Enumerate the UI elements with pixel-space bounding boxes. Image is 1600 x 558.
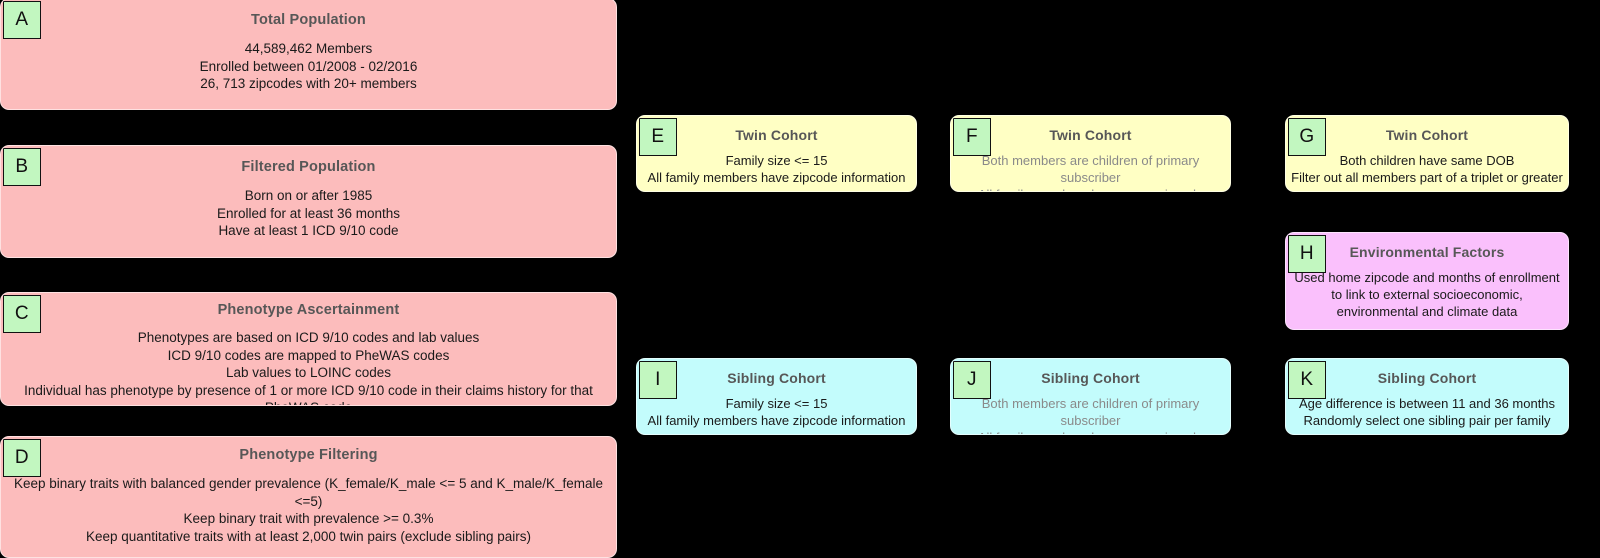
card-a-total-population[interactable]: A Total Population 44,589,462 Members En… [0,0,617,110]
card-f-letter-badge: F [953,118,991,156]
card-k-title: Sibling Cohort [1377,370,1477,386]
card-b-title: Filtered Population [241,159,376,175]
card-g-letter-badge: G [1288,118,1326,156]
card-d-letter-badge: D [3,439,41,477]
card-a-body: 44,589,462 Members Enrolled between 01/2… [199,41,418,91]
card-f-body: Both members are children of primary sub… [978,153,1203,191]
card-h-environmental-factors[interactable]: H Environmental Factors Used home zipcod… [1285,232,1569,330]
card-c-letter-badge: C [3,295,41,333]
card-b-filtered-population[interactable]: B Filtered Population Born on or after 1… [0,145,617,258]
card-f-twin-cohort[interactable]: F Twin Cohort Both members are children … [950,115,1231,192]
card-g-body: Both children have same DOB Filter out a… [1291,153,1563,185]
card-j-letter-badge: J [953,361,991,399]
card-h-letter-badge: H [1288,235,1326,273]
card-e-body: Family size <= 15 All family members hav… [647,153,906,185]
card-j-body: Both members are children of primary sub… [978,396,1203,434]
card-c-body: Phenotypes are based on ICD 9/10 codes a… [24,330,593,405]
card-k-sibling-cohort[interactable]: K Sibling Cohort Age difference is betwe… [1285,358,1569,435]
card-b-letter-badge: B [3,148,41,186]
card-i-title: Sibling Cohort [727,370,826,386]
card-d-title: Phenotype Filtering [239,447,378,463]
card-i-letter-badge: I [639,361,677,399]
card-h-title: Environmental Factors [1349,244,1505,260]
card-k-letter-badge: K [1288,361,1326,399]
card-a-letter-badge: A [3,1,41,39]
card-h-body: Used home zipcode and months of enrollme… [1294,270,1560,319]
card-i-sibling-cohort[interactable]: I Sibling Cohort Family size <= 15 All f… [636,358,917,435]
card-d-body: Keep binary traits with balanced gender … [13,476,604,544]
card-d-phenotype-filtering[interactable]: D Phenotype Filtering Keep binary traits… [0,436,617,558]
card-f-title: Twin Cohort [1049,127,1132,143]
card-e-title: Twin Cohort [735,127,818,143]
card-a-title: Total Population [251,12,366,28]
card-c-phenotype-ascertainment[interactable]: C Phenotype Ascertainment Phenotypes are… [0,292,617,406]
card-j-sibling-cohort[interactable]: J Sibling Cohort Both members are childr… [950,358,1231,435]
card-j-title: Sibling Cohort [1041,370,1140,386]
card-e-letter-badge: E [639,118,677,156]
card-c-title: Phenotype Ascertainment [217,302,400,318]
card-i-body: Family size <= 15 All family members hav… [647,396,906,428]
card-g-twin-cohort[interactable]: G Twin Cohort Both children have same DO… [1285,115,1569,192]
card-k-body: Age difference is between 11 and 36 mont… [1298,396,1556,428]
card-e-twin-cohort[interactable]: E Twin Cohort Family size <= 15 All fami… [636,115,917,192]
card-g-title: Twin Cohort [1385,127,1469,143]
card-b-body: Born on or after 1985 Enrolled for at le… [216,188,401,238]
